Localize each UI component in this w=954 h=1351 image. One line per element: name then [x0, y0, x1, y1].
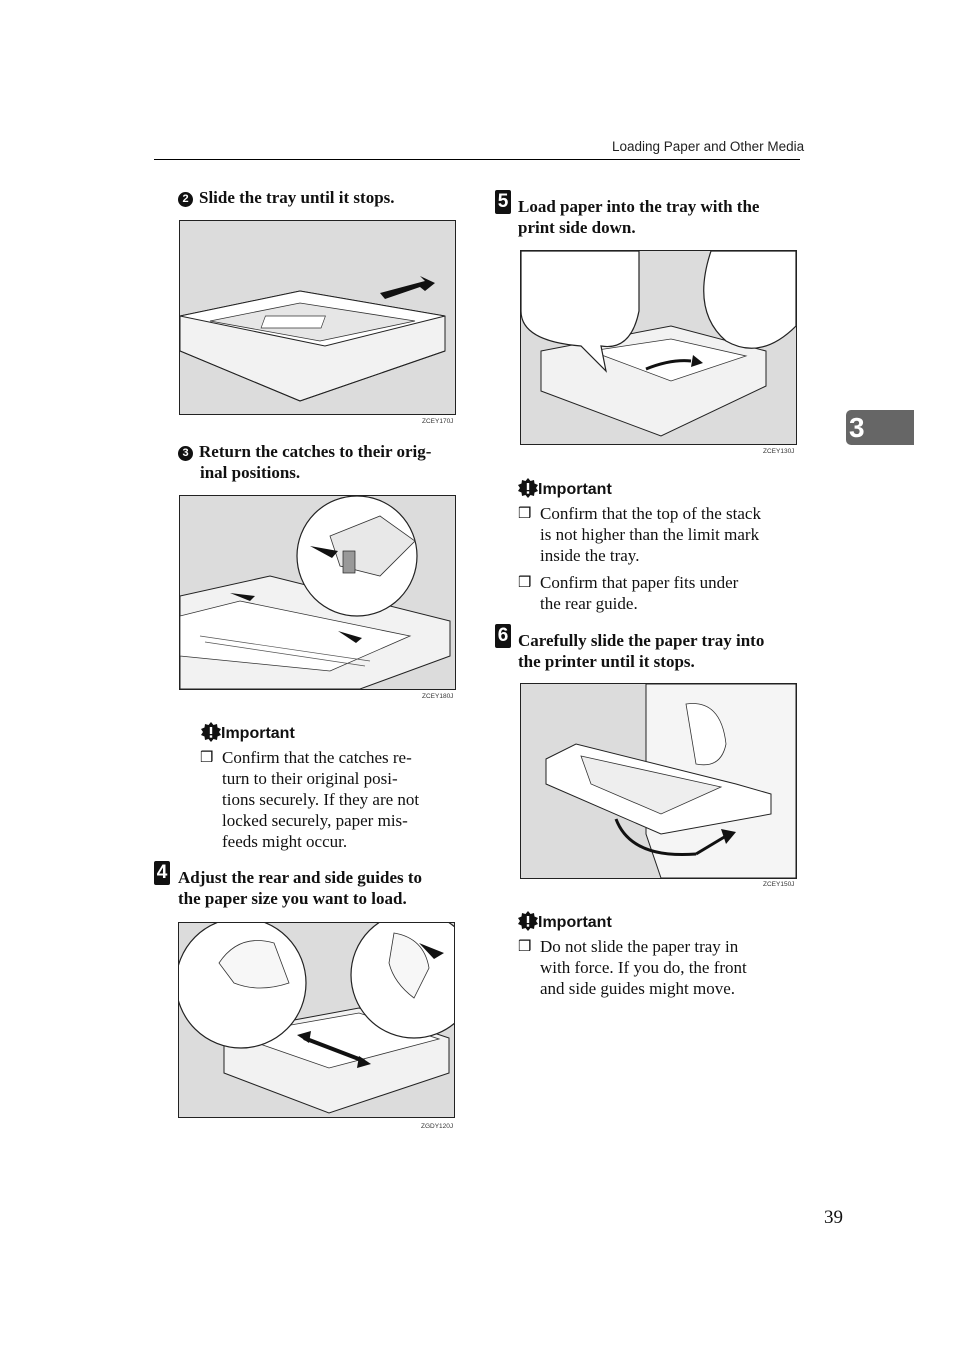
important-3-text: Do not slide the paper tray in with forc… — [540, 937, 747, 998]
bullet-icon: ❒ — [518, 937, 532, 955]
substep-3-number: 3 — [178, 446, 193, 461]
important-label: Important — [538, 481, 612, 498]
step-6-title-cont: the printer until it stops. — [518, 652, 695, 671]
figure-caption: ZCEY180J — [422, 693, 454, 700]
important-label: Important — [221, 725, 295, 742]
important-icon — [518, 911, 538, 931]
important-label: Important — [538, 914, 612, 931]
important-note-2: Important — [518, 478, 612, 499]
step-5-title-cont: print side down. — [518, 218, 636, 237]
important-note-3: Important — [518, 911, 612, 932]
bullet-icon: ❒ — [518, 504, 532, 522]
step-6-title: Carefully slide the paper tray into — [518, 631, 765, 650]
step-5-title: Load paper into the tray with the — [518, 197, 760, 216]
figure-caption: ZCEY150J — [763, 881, 795, 888]
figure-caption: ZCEY170J — [422, 418, 454, 425]
figure-caption: ZCEY130J — [763, 448, 795, 455]
important-2-item-1: Confirm that the top of the stack is not… — [540, 504, 761, 565]
important-icon — [201, 722, 221, 742]
figure-return-catches — [179, 495, 456, 690]
substep-3-title-cont: inal positions. — [200, 463, 301, 482]
bullet-icon: ❒ — [200, 748, 214, 766]
figure-caption: ZGDY120J — [421, 1123, 454, 1130]
running-header: Loading Paper and Other Media — [612, 139, 805, 154]
chapter-tab: 3 — [846, 410, 914, 445]
step-4-title: Adjust the rear and side guides to — [178, 868, 423, 887]
important-2-item-2: Confirm that paper fits under the rear g… — [540, 573, 739, 613]
figure-slide-tray — [179, 220, 456, 415]
step-4-number: 4 — [154, 861, 170, 885]
important-note-1: Important — [201, 722, 295, 743]
step-4-title-cont: the paper size you want to load. — [178, 889, 407, 908]
step-6-number: 6 — [495, 624, 511, 648]
substep-2-number: 2 — [178, 192, 193, 207]
bullet-icon: ❒ — [518, 573, 532, 591]
page-number: 39 — [824, 1207, 843, 1228]
important-1-text: Confirm that the catches re- turn to the… — [222, 748, 420, 851]
header-rule — [154, 159, 800, 160]
figure-insert-tray — [520, 683, 797, 879]
figure-load-paper — [520, 250, 797, 445]
step-5-number: 5 — [495, 190, 511, 214]
figure-adjust-guides — [178, 922, 455, 1118]
important-icon — [518, 478, 538, 498]
